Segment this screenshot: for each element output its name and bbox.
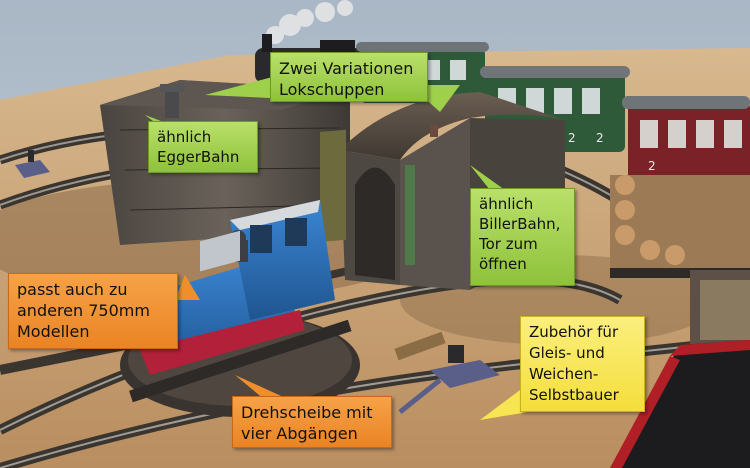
smoke bbox=[266, 0, 353, 44]
log-wagon bbox=[610, 175, 750, 278]
callout-billerbahn: ähnlich BillerBahn, Tor zum öffnen bbox=[470, 188, 575, 286]
callout-pointer bbox=[470, 165, 505, 190]
callout-accessories: Zubehör für Gleis- und Weichen- Selbstba… bbox=[520, 316, 645, 412]
callout-eggerbahn: ähnlich EggerBahn bbox=[148, 121, 258, 173]
track-accessories bbox=[15, 150, 500, 414]
callout-pointer bbox=[205, 75, 280, 98]
coach-red: 2 bbox=[622, 96, 750, 197]
callout-turntable: Drehscheibe mit vier Abgängen bbox=[232, 396, 392, 448]
callout-two-variations: Zwei Variationen Lokschuppen bbox=[270, 52, 428, 102]
callout-pointer bbox=[235, 375, 290, 400]
coach-number: 2 bbox=[648, 159, 656, 173]
callout-other-models: passt auch zu anderen 750mm Modellen bbox=[8, 273, 178, 349]
red-wagon-foreground bbox=[610, 340, 750, 468]
coach-number: 2 bbox=[568, 131, 576, 145]
coach-number: 2 bbox=[596, 131, 604, 145]
diesel-locomotive bbox=[130, 200, 335, 375]
callout-pointer bbox=[175, 275, 200, 300]
